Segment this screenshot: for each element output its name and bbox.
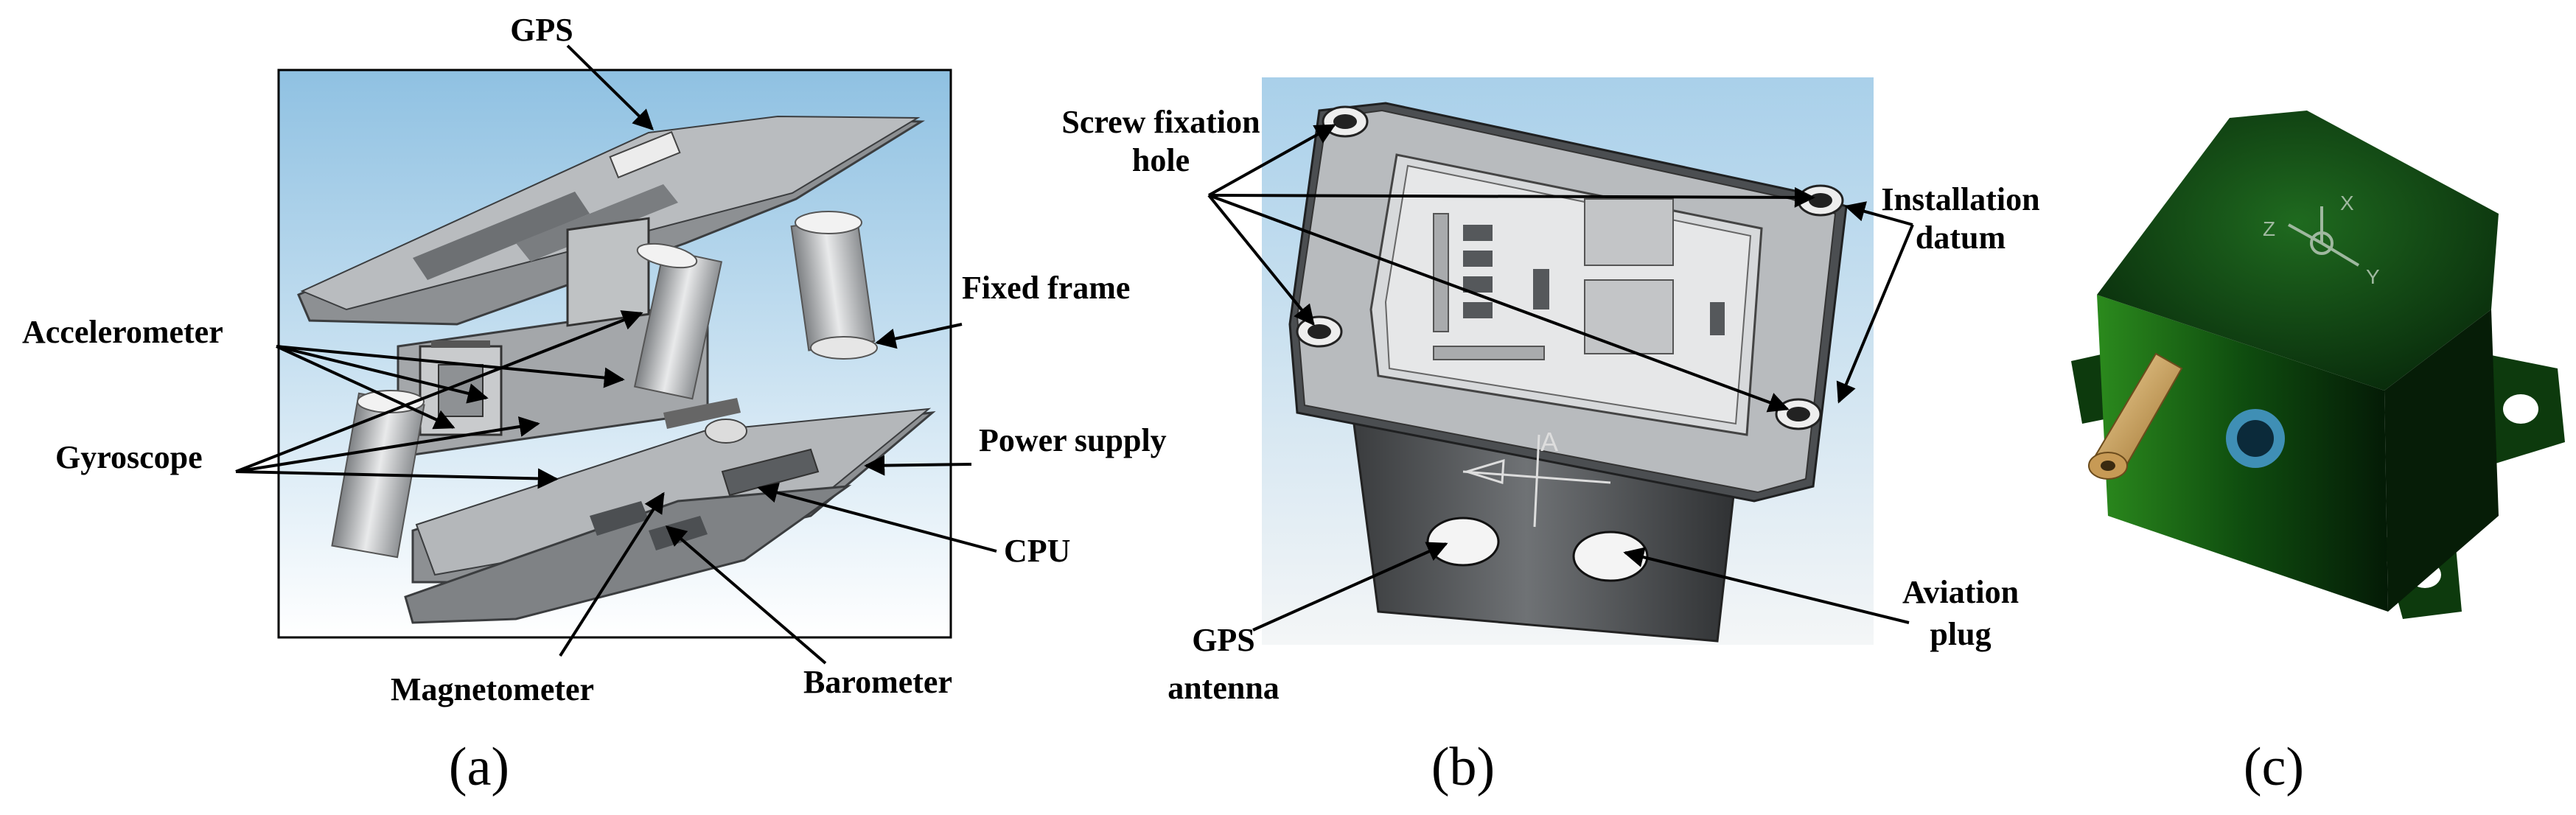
bottom-board: [404, 485, 852, 624]
gps-module: [609, 130, 681, 179]
board-connector: [663, 398, 741, 429]
leader-magnetometer: [559, 492, 665, 657]
leader-screw-3: [1207, 194, 1315, 326]
leader-gyroscope-3: [235, 468, 559, 489]
label-gps: GPS: [510, 12, 573, 48]
axis-mark-arrow: [1462, 458, 1505, 484]
sensor-pins: [431, 340, 490, 348]
gyroscope-chip: [566, 217, 650, 327]
label-cpu: CPU: [1004, 533, 1070, 569]
leader-installation-1: [1844, 201, 1913, 226]
device-photo: X Y Z: [2071, 111, 2565, 619]
caption-b: (b): [1431, 737, 1495, 797]
caption-c: (c): [2244, 737, 2304, 797]
aviation-plug: [2226, 409, 2285, 468]
screw-hole-2: [1797, 184, 1844, 217]
leader-screw-1: [1208, 124, 1336, 197]
label-screw-fixation-2: hole: [1132, 142, 1190, 178]
caption-a: (a): [449, 737, 509, 797]
leader-gyroscope-2: [235, 310, 643, 473]
cavity-slot-1: [1433, 213, 1449, 332]
gps-antenna-port: [1426, 517, 1500, 567]
panel-c: X Y Z (c): [2071, 111, 2565, 797]
axis-mark-letter: A: [1540, 427, 1558, 457]
sma-connector: [2088, 352, 2183, 480]
leader-screw-2: [1208, 186, 1815, 208]
cavity-slot-6: [1533, 269, 1549, 309]
mounting-tab-right-hole: [2503, 394, 2538, 424]
label-magnetometer: Magnetometer: [391, 671, 594, 707]
label-power-supply: Power supply: [979, 422, 1167, 458]
leader-gps: [566, 44, 654, 130]
cavity-boss-2: [1584, 279, 1674, 354]
panel-b-enclosure-drawing: A: [1288, 102, 1848, 643]
device-top-face: [2097, 111, 2499, 391]
screw-hole-3: [1296, 315, 1343, 348]
label-barometer: Barometer: [803, 664, 952, 700]
axis-mark-vertical: [1533, 434, 1540, 528]
label-aviation-2: plug: [1930, 616, 1991, 652]
label-gps-antenna-1: GPS: [1192, 622, 1255, 658]
label-aviation-1: Aviation: [1902, 574, 2019, 610]
leader-barometer: [665, 525, 827, 665]
leader-gps-antenna: [1252, 542, 1448, 632]
aviation-plug-port: [1572, 531, 1649, 582]
cpu-chip: [721, 448, 820, 497]
panel-b: A Screw fixation hole Installation datum…: [1061, 77, 2040, 797]
axis-label-x: X: [2340, 192, 2354, 214]
leader-installation-2: [1836, 224, 1914, 404]
cavity-slot-8: [1433, 346, 1545, 360]
axis-glyph: [2288, 206, 2360, 267]
label-fixed-frame: Fixed frame: [962, 270, 1130, 306]
device-side-face: [2384, 309, 2499, 612]
label-accelerometer: Accelerometer: [22, 314, 223, 350]
axis-label-z: Z: [2263, 217, 2275, 240]
leader-accelerometer-1: [276, 345, 489, 404]
label-screw-fixation-1: Screw fixation: [1061, 104, 1260, 140]
axis-label-y: Y: [2366, 265, 2380, 288]
gps-chip-row: [413, 192, 590, 280]
magnetometer-chip: [590, 501, 649, 536]
label-gps-antenna-2: antenna: [1167, 670, 1280, 706]
gps-chip-row-2: [516, 184, 678, 262]
cavity-slot-5: [1463, 302, 1493, 318]
power-board-hole-1: [705, 419, 747, 444]
leader-screw-4: [1208, 194, 1790, 413]
cavity-slot-2: [1463, 225, 1493, 241]
cavity-boss-1: [1584, 198, 1674, 266]
cavity-slot-3: [1463, 251, 1493, 267]
leader-gyroscope-1: [235, 416, 540, 473]
leader-fixed-frame: [875, 323, 963, 349]
screw-hole-4: [1775, 398, 1822, 430]
fixed-frame-cylinder: [790, 211, 878, 360]
label-gyroscope: Gyroscope: [55, 439, 203, 475]
cavity-slot-7: [1710, 302, 1725, 335]
label-installation-2: datum: [1916, 220, 2006, 256]
leader-cpu: [757, 482, 997, 553]
standoff-cylinder-1: [633, 242, 723, 400]
label-installation-1: Installation: [1881, 181, 2039, 217]
panel-a-assembly-drawing: [297, 115, 936, 624]
leader-aviation-plug: [1623, 547, 1910, 624]
cavity-slot-4: [1463, 276, 1493, 293]
screw-hole-1: [1322, 105, 1369, 138]
leader-accelerometer-3: [276, 345, 455, 430]
panel-a: GPS Accelerometer Gyroscope Fixed frame …: [22, 12, 1167, 797]
leader-power-supply: [864, 455, 972, 476]
leader-accelerometer-2: [276, 345, 625, 388]
